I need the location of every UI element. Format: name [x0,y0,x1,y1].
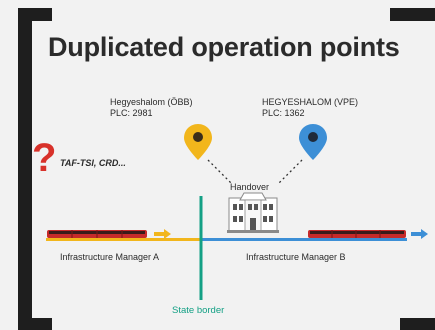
map-pin-icon [299,124,327,160]
infrastructure-manager-a: Infrastructure Manager A [60,252,160,262]
slide-title: Duplicated operation points [48,32,400,62]
infrastructure-manager-b: Infrastructure Manager B [246,252,346,262]
handover-line-left [207,159,233,185]
bracket-left-bar [18,8,32,330]
state-border-label: State border [172,305,225,316]
handover-line-right [277,159,303,185]
station-building-icon [227,192,279,233]
map-pin-icon [184,124,212,160]
arrow-right-icon [411,229,428,239]
handover-label: Handover [230,182,270,192]
track-right [202,238,407,241]
question-mark-icon: ? [32,136,57,180]
state-border-line [199,196,203,300]
right-point-plc: PLC: 1362 [262,108,305,118]
bracket-left-bottom [18,318,52,330]
bracket-right-top [390,8,435,21]
train-icon [47,230,147,238]
track-left [46,238,202,241]
arrow-right-icon [154,229,171,239]
right-point-name: HEGYESHALOM (VPE) [262,97,359,107]
train-icon [308,230,406,238]
left-point-plc: PLC: 2981 [110,108,153,118]
left-point-name: Hegyeshalom (ÖBB) [110,97,193,107]
regulation-text: TAF-TSI, CRD... [60,158,126,168]
bracket-right-bottom [400,318,435,330]
bracket-left-top [18,8,52,21]
